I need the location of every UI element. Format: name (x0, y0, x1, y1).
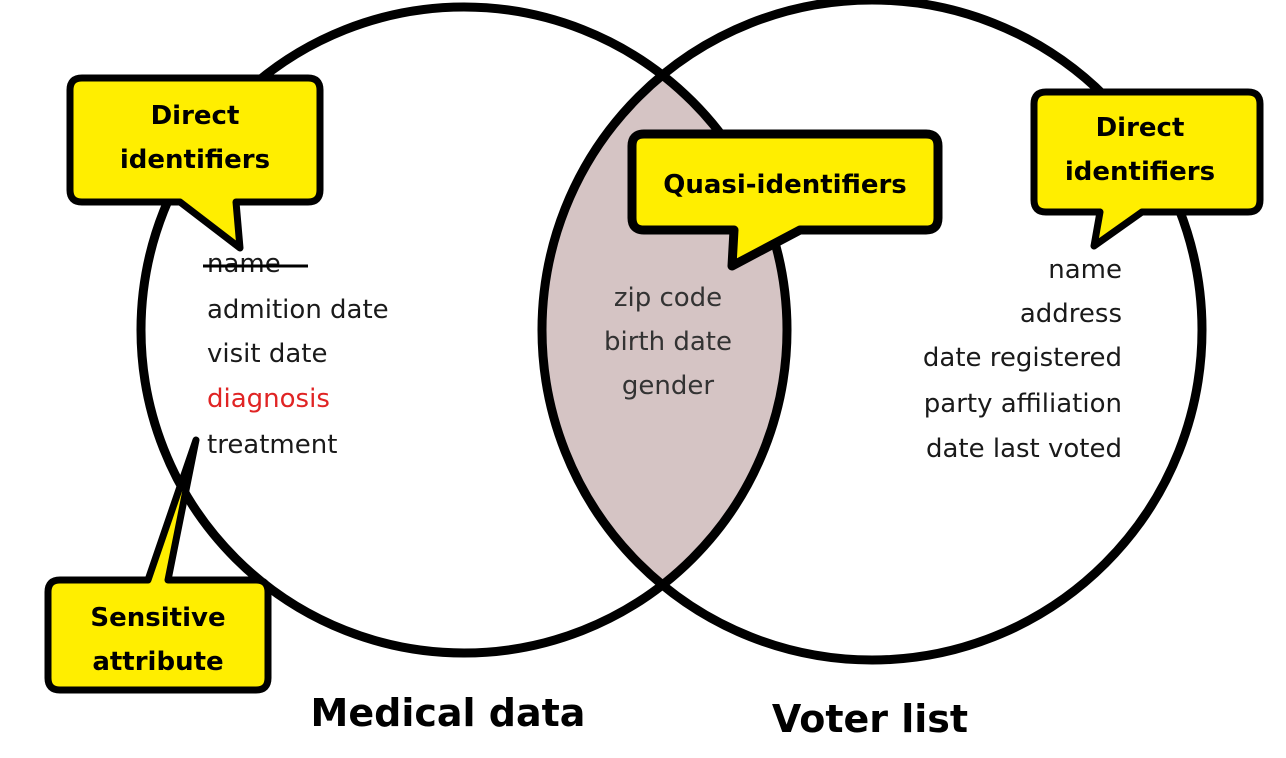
callout-text: identifiers (1065, 157, 1215, 187)
callout-text: Quasi-identifiers (663, 170, 907, 200)
list-item: visit date (207, 339, 327, 369)
callout-direct-identifiers-left: Direct identifiers (66, 74, 324, 252)
callout-direct-identifiers-right: Direct identifiers (1030, 88, 1264, 250)
set-label-voter-list: Voter list (772, 697, 968, 741)
list-item: treatment (207, 430, 337, 460)
callout-text: Direct (151, 101, 240, 131)
medical-data-list: name admition date visit date diagnosis … (203, 249, 389, 460)
voter-list-circle (537, 0, 1207, 665)
callout-text: Direct (1096, 113, 1185, 143)
list-item: date registered (923, 343, 1122, 373)
list-item: zip code (614, 283, 722, 313)
list-item: admition date (207, 295, 389, 325)
set-label-medical-data: Medical data (311, 691, 586, 735)
list-item: party affiliation (924, 389, 1122, 419)
list-item: address (1020, 299, 1122, 329)
list-item: birth date (604, 327, 732, 357)
list-item-sensitive: diagnosis (207, 384, 330, 414)
callout-text: identifiers (120, 145, 270, 175)
voter-list-list: name address date registered party affil… (923, 255, 1122, 464)
list-item: name (207, 249, 281, 279)
medical-data-circle (136, 2, 792, 658)
list-item: date last voted (926, 434, 1122, 464)
callout-quasi-identifiers: Quasi-identifiers (627, 129, 943, 271)
callout-text: attribute (92, 647, 223, 677)
callout-text: Sensitive (90, 603, 225, 633)
list-item: gender (622, 371, 714, 401)
callout-sensitive-attribute: Sensitive attribute (44, 436, 272, 694)
list-item: name (1048, 255, 1122, 285)
intersection-list: zip code birth date gender (604, 283, 732, 401)
